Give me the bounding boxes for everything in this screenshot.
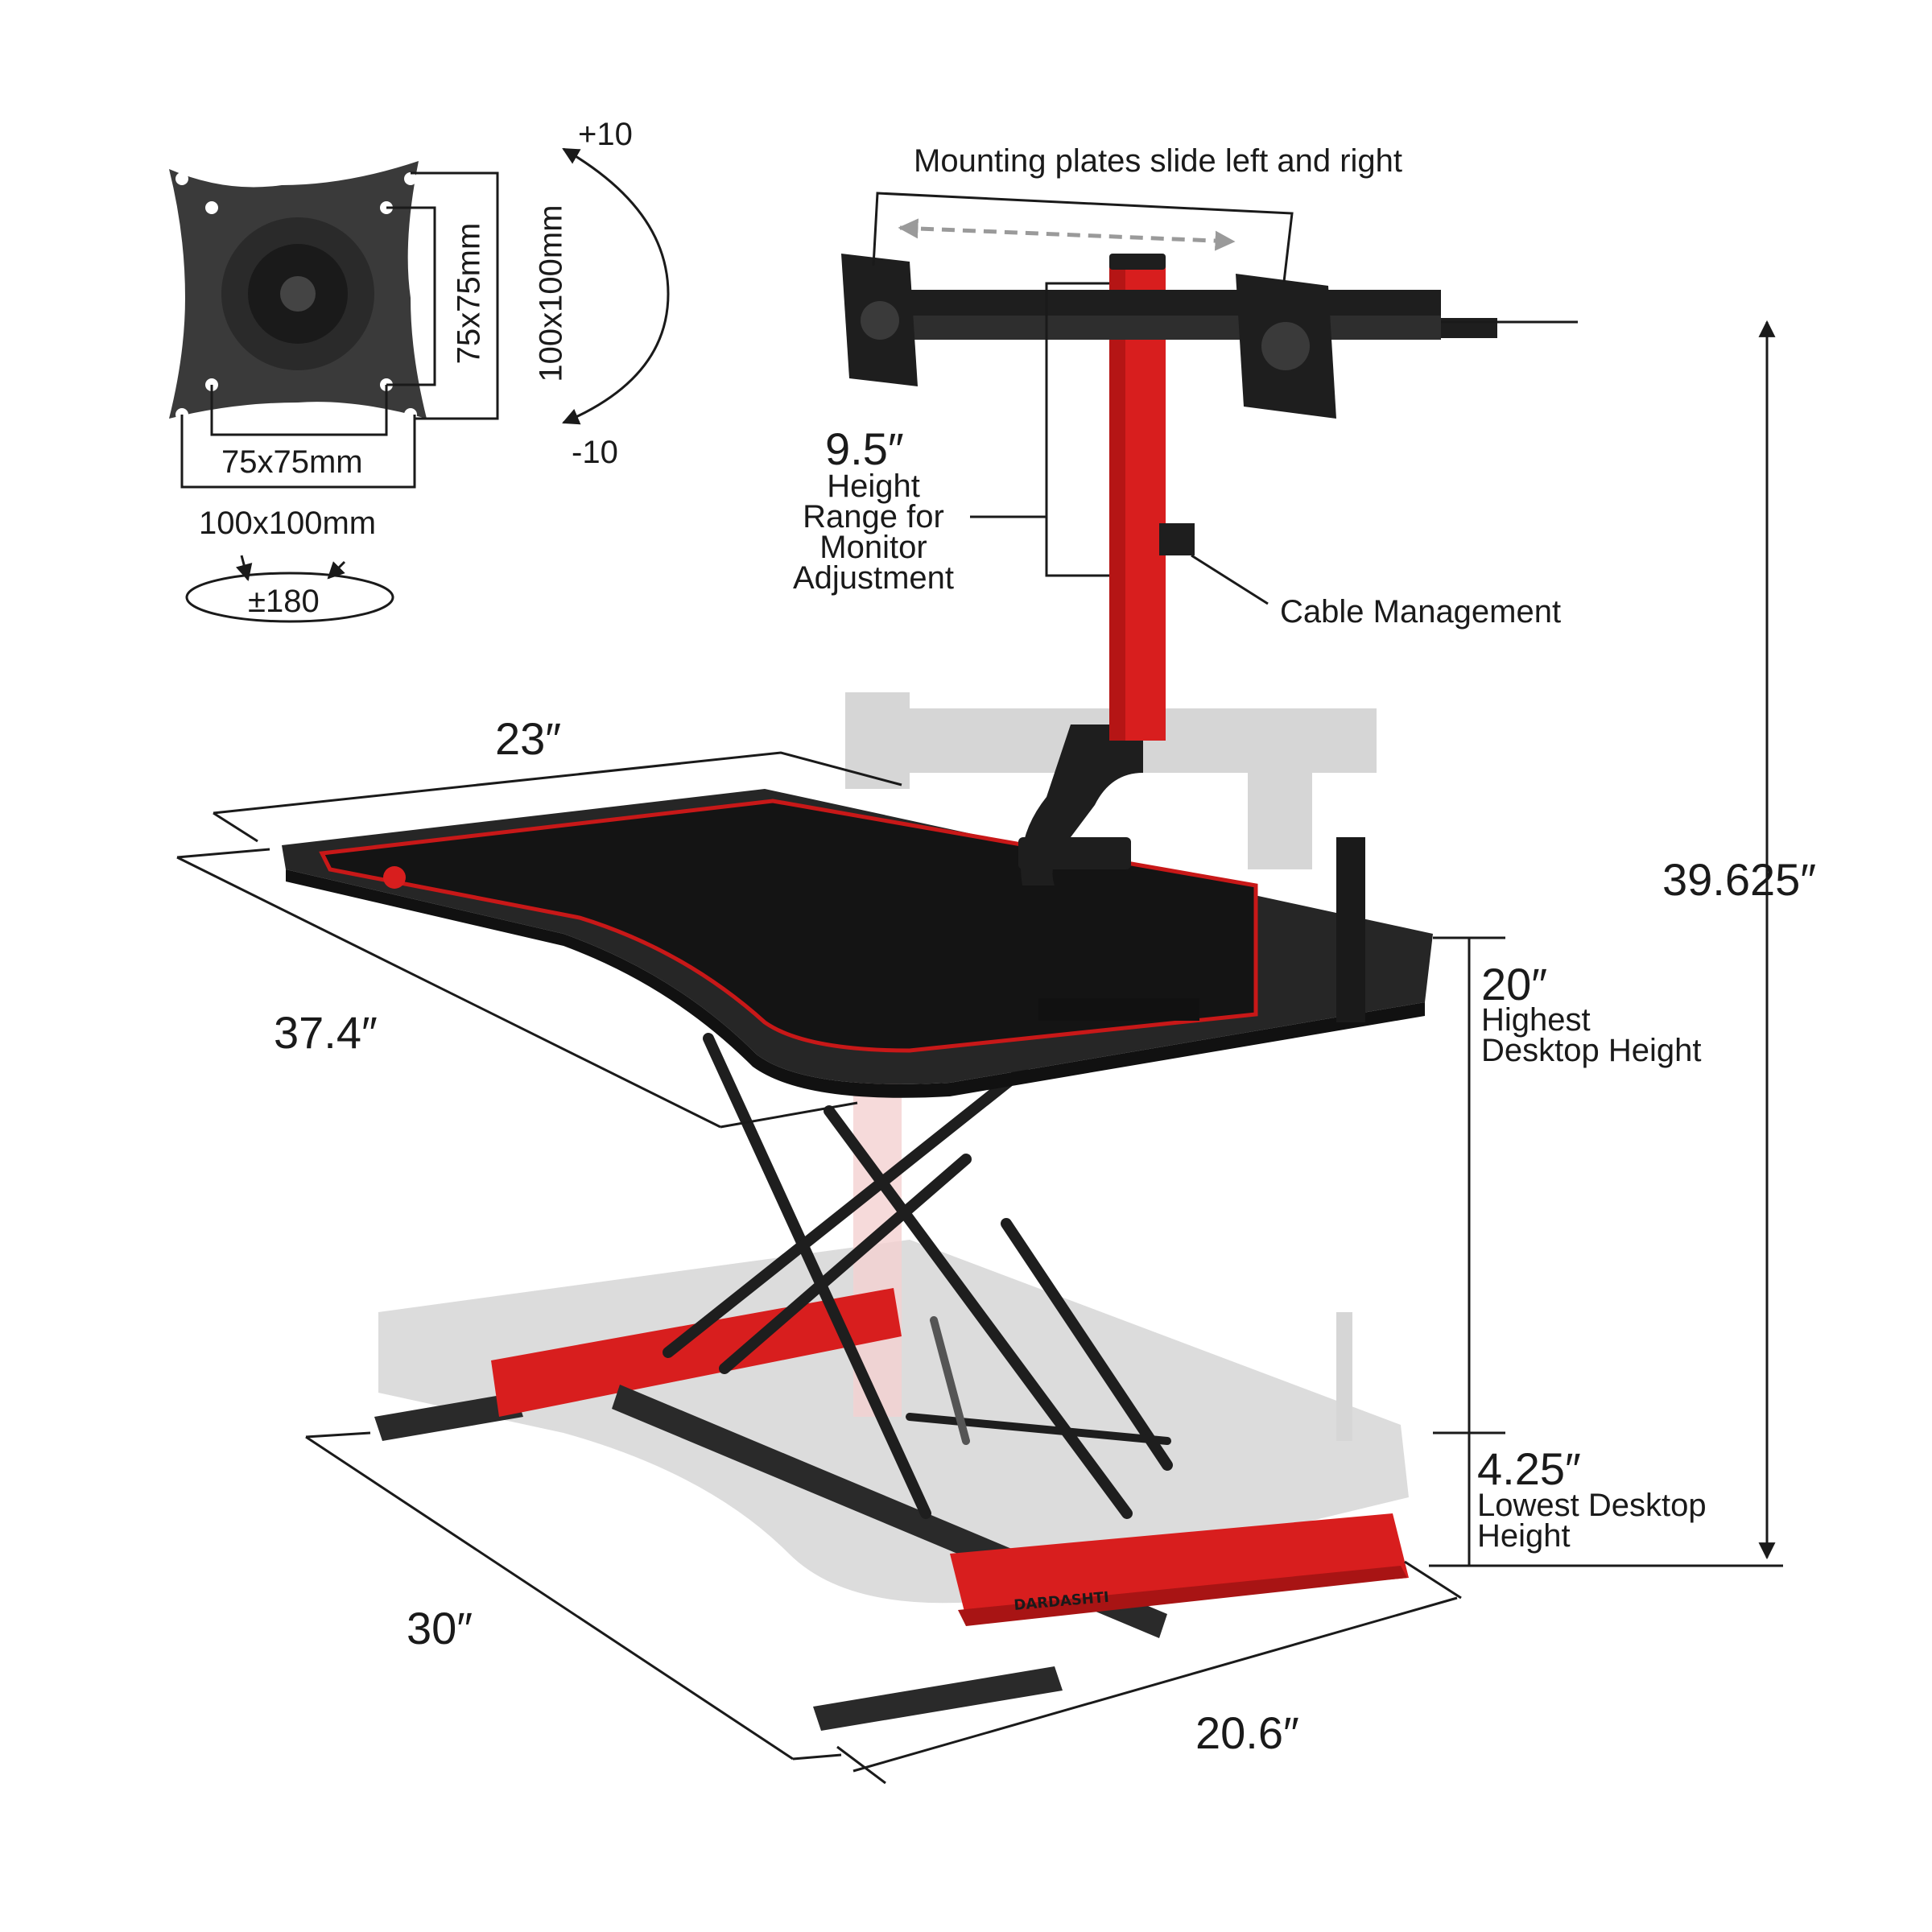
monitor-range-line: Height [827, 469, 920, 504]
total-height-label: 39.625″ [1662, 854, 1817, 905]
slide-note: Mounting plates slide left and right [914, 143, 1403, 179]
lowest-line1: Lowest Desktop [1477, 1488, 1707, 1523]
scissor-lift [663, 1033, 1173, 1519]
vesa-dimension-lines [180, 147, 670, 623]
inner-height-label: 75x75mm [451, 222, 487, 365]
base-frame: DARDASHTI [374, 1288, 1409, 1731]
lowest-value: 4.25″ [1477, 1443, 1581, 1494]
lowest-line2: Height [1477, 1518, 1571, 1554]
highest-line2: Desktop Height [1481, 1033, 1702, 1068]
dimension-lines [176, 320, 1783, 1785]
vesa-plate [169, 161, 427, 421]
slide-bracket [872, 192, 1294, 283]
monitor-range-bracket [1045, 282, 1109, 577]
slide-arrow [898, 218, 1236, 251]
cable-management-label: Cable Management [1280, 594, 1562, 630]
monitor-range-line: Monitor [819, 530, 927, 565]
base-width-label: 30″ [407, 1603, 473, 1653]
highest-line1: Highest [1481, 1002, 1591, 1038]
highest-value: 20″ [1481, 959, 1548, 1009]
tilt-up-label: +10 [578, 117, 633, 152]
outer-height-label: 100x100mm [533, 204, 569, 382]
swivel-label: ±180 [248, 584, 320, 619]
monitor-range-value: 9.5″ [825, 423, 904, 474]
monitor-pole [1018, 254, 1195, 886]
monitor-range-line: Range for [803, 499, 944, 535]
monitor-range-text: Height Range for Monitor Adjustment [773, 469, 974, 596]
desk-depth-label: 23″ [495, 713, 562, 764]
monitor-bar [841, 254, 1497, 419]
base-depth-label: 20.6″ [1195, 1707, 1299, 1758]
monitor-range-line: Adjustment [792, 560, 955, 596]
outer-width-label: 100x100mm [199, 506, 377, 541]
inner-width-label: 75x75mm [221, 444, 363, 480]
cable-leader [1191, 554, 1269, 605]
desk-width-label: 37.4″ [274, 1007, 378, 1058]
tilt-down-label: -10 [572, 435, 618, 470]
